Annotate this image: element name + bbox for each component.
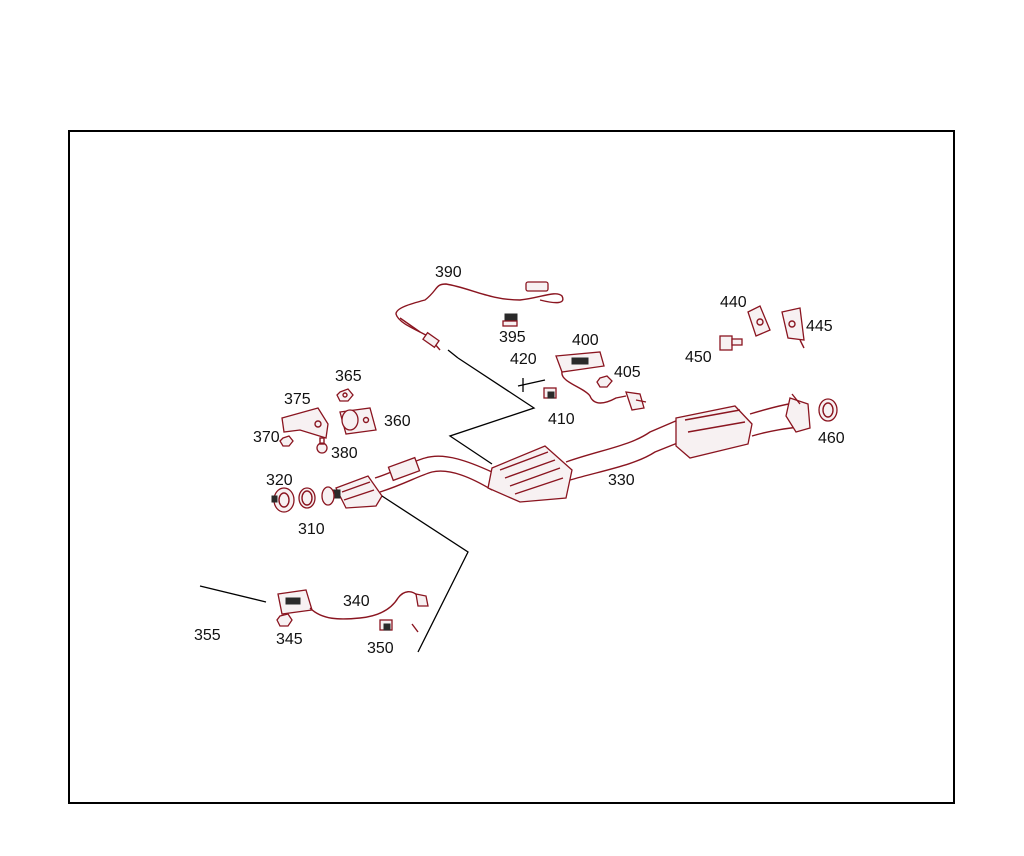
line-355: [199, 585, 267, 603]
nut-370: [279, 435, 294, 447]
bracket-440: [747, 305, 771, 337]
nut-405: [596, 375, 613, 388]
label-395: 395: [499, 329, 526, 346]
flange: [321, 486, 335, 506]
label-445: 445: [806, 318, 833, 335]
clamp-320: [271, 487, 295, 513]
mount-360: [339, 407, 377, 435]
sensor-400: [555, 351, 647, 411]
nut-365: [336, 388, 354, 402]
clamp-460: [818, 398, 838, 422]
label-460: 460: [818, 430, 845, 447]
label-390: 390: [435, 264, 462, 281]
label-350: 350: [367, 640, 394, 657]
label-420: 420: [510, 351, 537, 368]
bracket-445: [781, 307, 805, 349]
nut-345: [276, 613, 293, 627]
label-375: 375: [284, 391, 311, 408]
leader-340: [381, 495, 469, 653]
label-405: 405: [614, 364, 641, 381]
label-345: 345: [276, 631, 303, 648]
diagram-frame: [68, 130, 955, 804]
sensor-340: [277, 589, 429, 633]
label-410: 410: [548, 411, 575, 428]
line-420: [517, 379, 546, 387]
label-450: 450: [685, 349, 712, 366]
bolt-450: [719, 335, 743, 351]
label-310: 310: [298, 521, 325, 538]
label-320: 320: [266, 472, 293, 489]
clip-350: [379, 619, 393, 631]
label-365: 365: [335, 368, 362, 385]
label-360: 360: [384, 413, 411, 430]
bracket-375: [281, 407, 329, 439]
leader-390: [448, 357, 536, 465]
exhaust-pipe-330: [374, 393, 811, 503]
label-340: 340: [343, 593, 370, 610]
label-380: 380: [331, 445, 358, 462]
front-converter: [331, 475, 383, 509]
label-355: 355: [194, 627, 221, 644]
clip-395: [502, 313, 518, 327]
label-330: 330: [608, 472, 635, 489]
seal-ring-310: [298, 487, 316, 509]
label-400: 400: [572, 332, 599, 349]
sensor-cable-390: [395, 281, 564, 359]
label-370: 370: [253, 429, 280, 446]
bolt-380: [316, 437, 328, 454]
label-440: 440: [720, 294, 747, 311]
clip-410: [543, 387, 557, 399]
